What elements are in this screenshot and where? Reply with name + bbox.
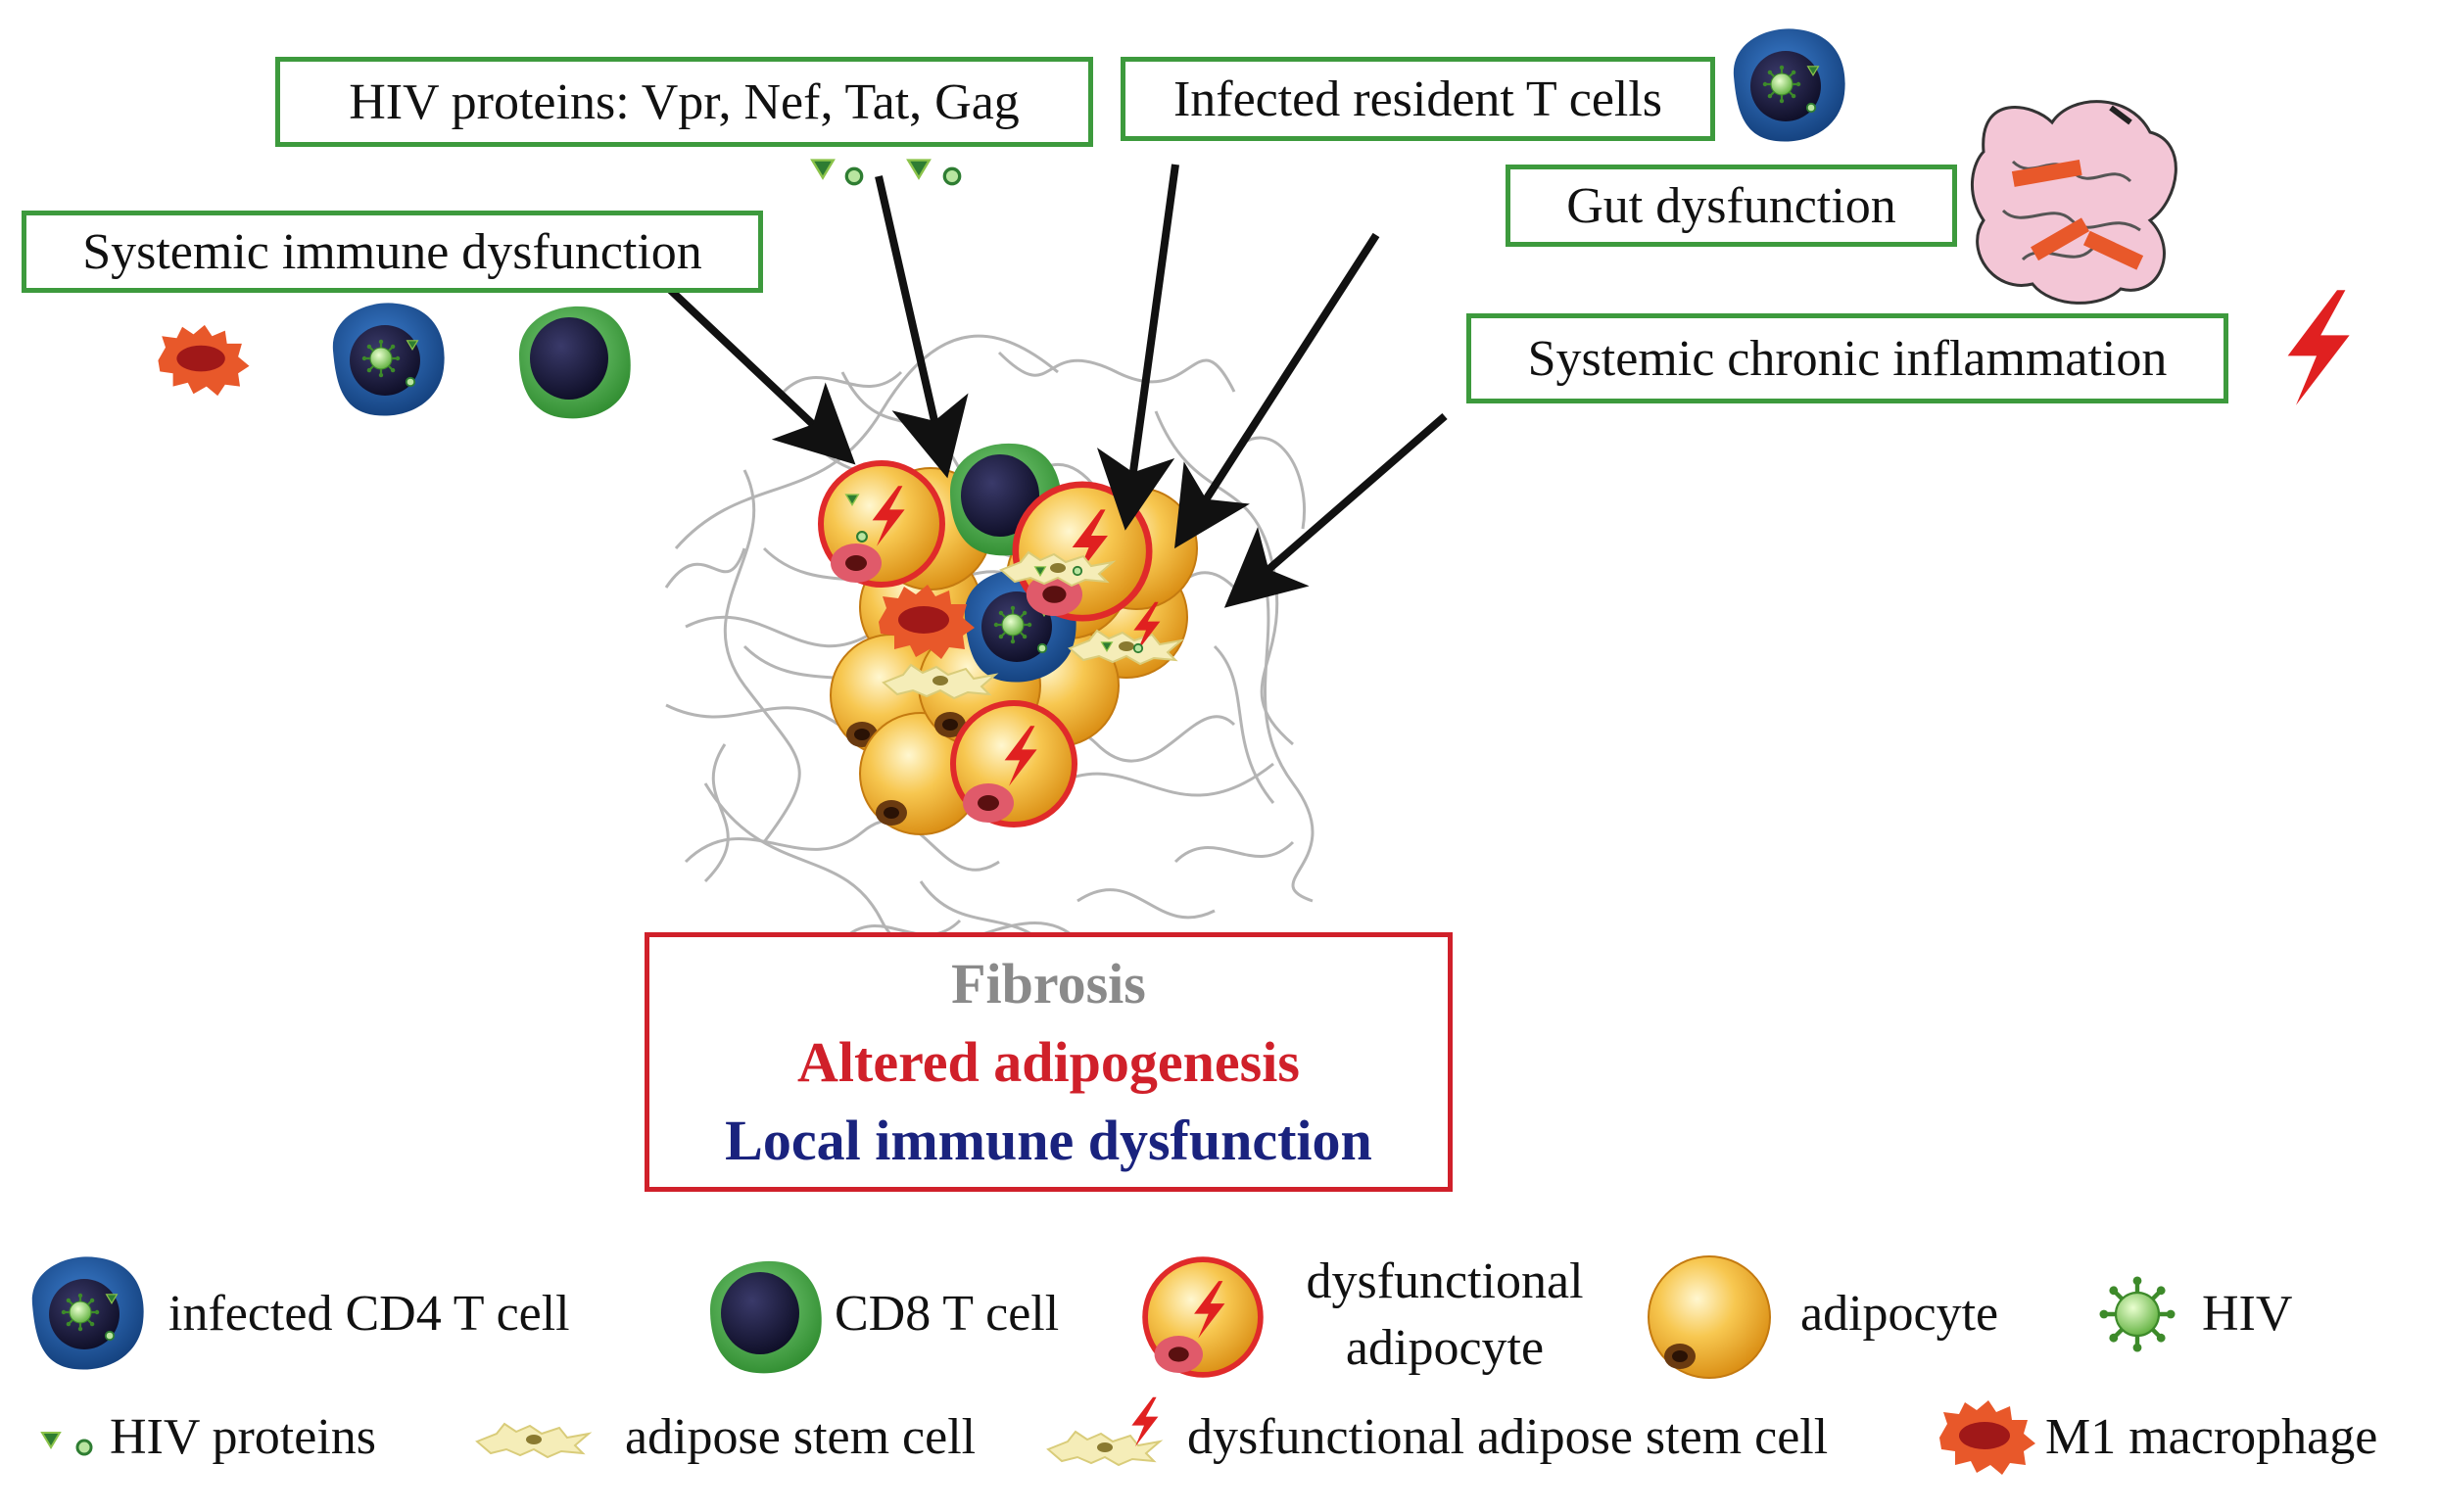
- gut-dysfunction-box: Gut dysfunction: [1506, 165, 1957, 247]
- altered-adipogenesis-label: Altered adipogenesis: [797, 1029, 1300, 1094]
- arrows: [663, 164, 1448, 608]
- legend-cd8-label: CD8 T cell: [835, 1286, 1060, 1342]
- cd4-t-cell-icon: [32, 1256, 144, 1369]
- fibrosis-label: Fibrosis: [951, 951, 1146, 1016]
- cd4-t-cell-icon: [1734, 28, 1845, 141]
- m1-macrophage-icon: [158, 324, 250, 397]
- systemic-immune-label: Systemic immune dysfunction: [82, 223, 702, 280]
- cd8-t-cell-icon: [710, 1260, 822, 1374]
- adipose-stem-cell-icon: [476, 1423, 590, 1458]
- cd4-t-cell-icon: [333, 303, 445, 415]
- legend-adipocyte-label: adipocyte: [1800, 1286, 1999, 1342]
- hiv-proteins-icon: [41, 1432, 93, 1456]
- legend-dys-stem-label: dysfunctional adipose stem cell: [1187, 1409, 1829, 1465]
- legend-cd4-label: infected CD4 T cell: [168, 1286, 570, 1342]
- legend-stem-label: adipose stem cell: [625, 1409, 977, 1465]
- legend-hiv-label: HIV: [2202, 1286, 2293, 1342]
- local-immune-label: Local immune dysfunction: [725, 1108, 1372, 1172]
- gut-dysfunction-label: Gut dysfunction: [1566, 177, 1896, 234]
- outcomes-box: Fibrosis Altered adipogenesis Local immu…: [645, 932, 1453, 1192]
- adipocyte-icon: [1648, 1255, 1771, 1379]
- dysfunctional-stem-cell-icon: [1047, 1396, 1161, 1466]
- adipose-cluster: [821, 443, 1198, 835]
- cd8-t-cell-icon: [519, 306, 631, 419]
- legend-dys-adipocyte-label: dysfunctional adipocyte: [1306, 1253, 1584, 1376]
- hiv-proteins-box: HIV proteins: Vpr, Nef, Tat, Gag: [275, 57, 1093, 147]
- lightning-icon: [2287, 290, 2350, 405]
- hiv-proteins-label: HIV proteins: Vpr, Nef, Tat, Gag: [349, 73, 1020, 130]
- hiv-virus-icon: [2100, 1277, 2176, 1352]
- systemic-immune-box: Systemic immune dysfunction: [22, 211, 763, 293]
- hiv-proteins-icon: [811, 159, 962, 186]
- dysfunctional-adipocyte-icon: [1145, 1259, 1261, 1375]
- inflammation-label: Systemic chronic inflammation: [1527, 330, 2168, 387]
- legend-m1-label: M1 macrophage: [2045, 1409, 2378, 1465]
- m1-macrophage-icon: [1939, 1400, 2035, 1475]
- legend-hiv-proteins-label: HIV proteins: [110, 1409, 377, 1465]
- gut-icon: [1970, 100, 2177, 305]
- infected-t-cells-label: Infected resident T cells: [1172, 71, 1663, 127]
- infected-t-cells-box: Infected resident T cells: [1121, 57, 1715, 141]
- inflammation-box: Systemic chronic inflammation: [1466, 313, 2228, 403]
